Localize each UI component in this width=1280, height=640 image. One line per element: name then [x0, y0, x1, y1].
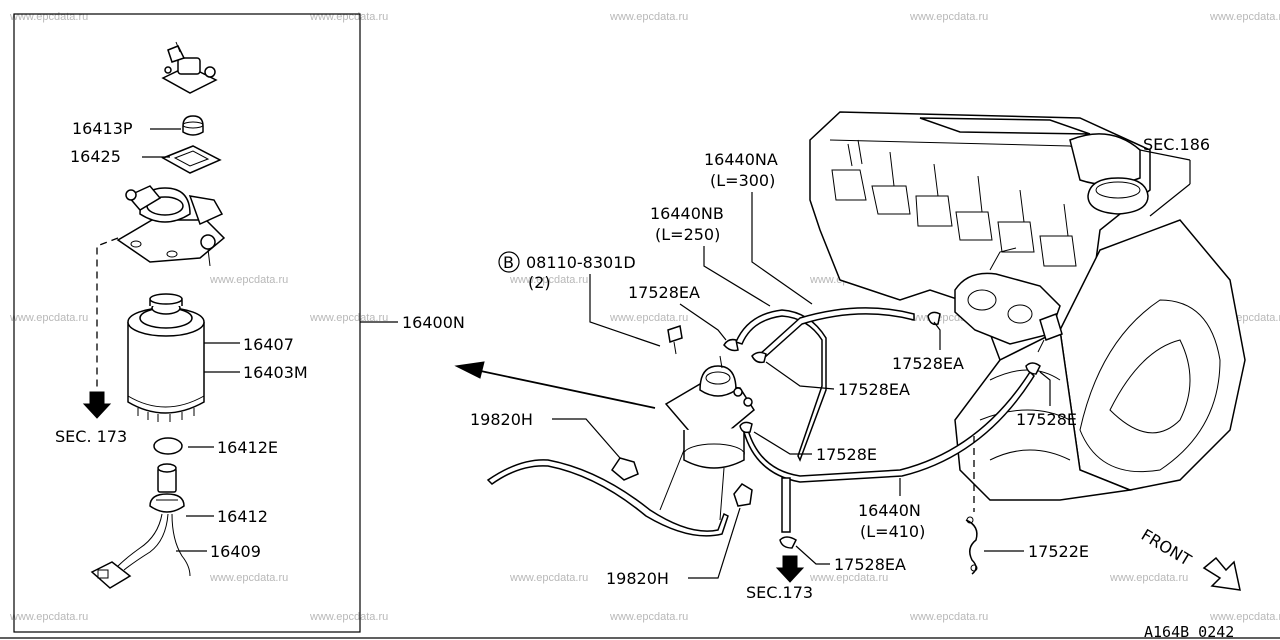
watermark: www.epcdata.ru	[509, 572, 588, 584]
label-17528EA-top: 17528EA	[628, 283, 700, 302]
watermark: www.epcdata.ru	[609, 611, 688, 623]
watermark: www.epcdata.ru	[209, 274, 288, 286]
label-16400N: 16400N	[402, 313, 465, 332]
label-17528E-mid: 17528E	[816, 445, 877, 464]
dashed-flow-line	[96, 237, 119, 392]
watermark: www.epcdata.ru	[309, 611, 388, 623]
watermark: www.epcdata.ru	[9, 11, 88, 23]
watermark: www.epcdata.ru	[309, 312, 388, 324]
label-bolt-badge: B	[503, 253, 514, 272]
watermark: www.epcdata.ru	[909, 611, 988, 623]
label-17528EA-right: 17528EA	[892, 354, 964, 373]
label-16409: 16409	[210, 542, 261, 561]
assembly-direction-arrow	[454, 361, 656, 409]
watermark: www.epcdata.ru	[809, 572, 888, 584]
label-sec-186: SEC.186	[1143, 135, 1210, 154]
watermark: www.epcdata.ru	[9, 611, 88, 623]
fuel-pipe-and-clips-19820H	[486, 449, 753, 537]
watermark: www.epcdata.ru	[309, 11, 388, 23]
label-16440N-length: (L=410)	[860, 522, 925, 541]
label-16440NB-length: (L=250)	[655, 225, 720, 244]
watermark: www.epcdata.ru	[909, 11, 988, 23]
priming-pump-top-illustration	[161, 41, 218, 94]
label-sec-173-bottom: SEC.173	[746, 583, 813, 602]
label-16425: 16425	[70, 147, 121, 166]
label-16440N: 16440N	[858, 501, 921, 520]
engine-block-illustration	[809, 111, 1246, 501]
exploded-view-frame	[13, 13, 361, 633]
watermark: www.epcdata.ru	[1209, 11, 1280, 23]
label-17528E-right: 17528E	[1016, 410, 1077, 429]
label-17528EA-bottom: 17528EA	[834, 555, 906, 574]
front-arrow-icon	[1202, 556, 1241, 591]
watermark: www.epcdata.ru	[1209, 611, 1280, 623]
label-bolt-code: 08110-8301D	[526, 253, 636, 272]
watermark: www.epcdata.ru	[9, 312, 88, 324]
label-16440NB: 16440NB	[650, 204, 724, 223]
watermark: www.epcdata.ru	[1109, 572, 1188, 584]
diagram-code: A164B 0242	[1144, 623, 1234, 640]
cap-16413P-illustration	[182, 115, 204, 136]
label-16412E: 16412E	[217, 438, 278, 457]
label-19820H-lower: 19820H	[606, 569, 669, 588]
down-arrow-icon	[82, 391, 112, 419]
down-arrow-icon	[775, 555, 805, 583]
label-16440NA: 16440NA	[704, 150, 778, 169]
sensor-16412-illustration	[149, 463, 185, 513]
filter-cartridge-illustration	[127, 293, 205, 422]
clip-17522E-illustration	[965, 516, 978, 575]
label-front: FRONT	[1138, 525, 1195, 570]
fuel-hoses	[734, 307, 1035, 533]
filter-head-illustration	[116, 185, 226, 267]
fuel-filter-assembly-illustration	[664, 355, 755, 469]
leader-sec-186	[1139, 149, 1191, 161]
bolt-badge-circle	[498, 251, 520, 273]
harness-16409-illustration	[90, 513, 191, 589]
label-16413P: 16413P	[72, 119, 133, 138]
watermark: www.epcdata.ru	[609, 312, 688, 324]
gasket-16425-illustration	[161, 145, 222, 174]
label-16407: 16407	[243, 335, 294, 354]
label-19820H-upper: 19820H	[470, 410, 533, 429]
watermark: www.epcdata.ru	[509, 274, 588, 286]
watermark: www.epcdata.ru	[609, 11, 688, 23]
label-16412: 16412	[217, 507, 268, 526]
hose-clips	[723, 311, 1063, 549]
label-16403M: 16403M	[243, 363, 308, 382]
label-16440NA-length: (L=300)	[710, 171, 775, 190]
label-17522E: 17522E	[1028, 542, 1089, 561]
o-ring-16412E-illustration	[153, 437, 183, 455]
label-bolt-qty: (2)	[528, 273, 551, 292]
label-17528EA-mid: 17528EA	[838, 380, 910, 399]
mounting-bolt-illustration	[667, 325, 683, 355]
watermark: www.epcdata.ru	[209, 572, 288, 584]
label-sec-173-left: SEC. 173	[55, 427, 127, 446]
